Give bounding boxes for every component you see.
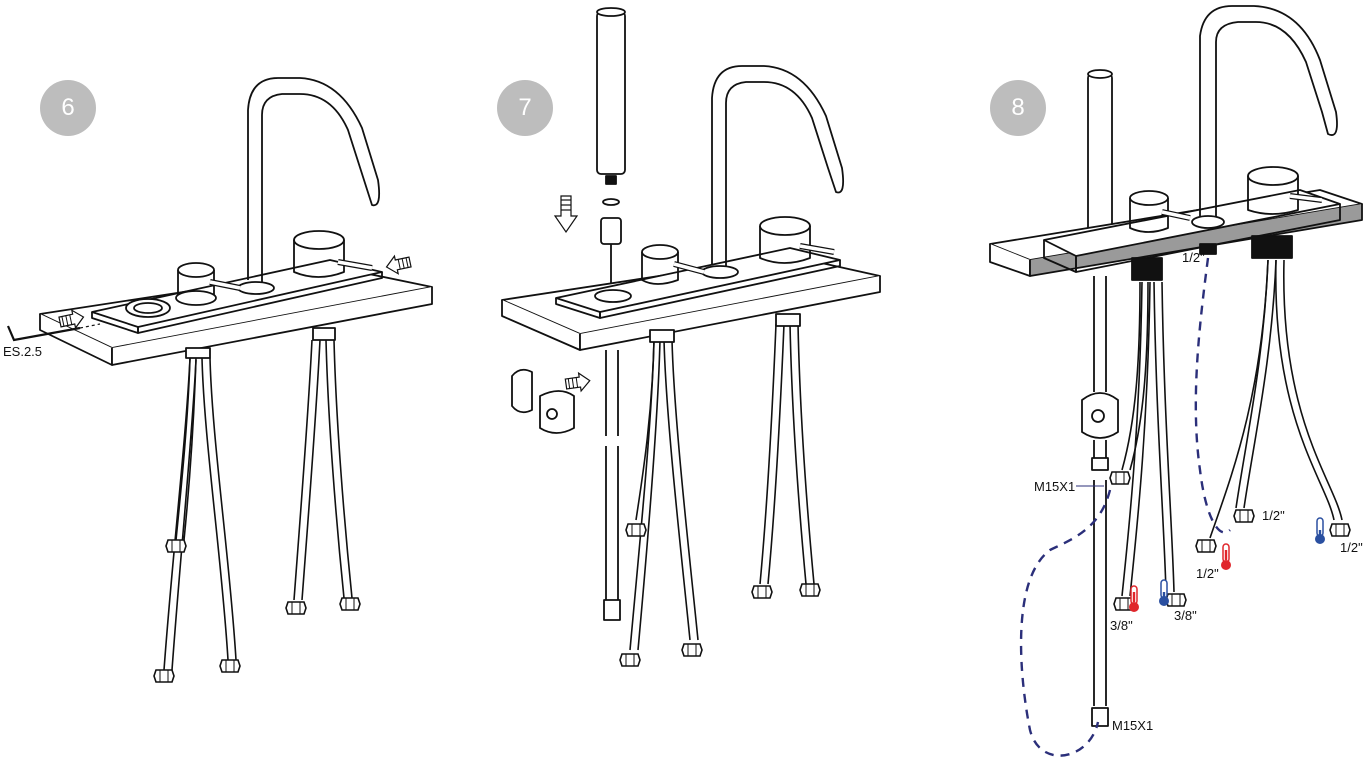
hose-nut [625, 523, 647, 537]
step-8-number: 8 [1011, 94, 1025, 121]
hose-nut [1329, 523, 1351, 537]
hose-nut [339, 597, 361, 611]
step-6-badge: 6 [40, 80, 96, 136]
shower-holder [511, 368, 533, 414]
hex-key-icon [6, 323, 101, 342]
hose-nut [1109, 471, 1131, 485]
step-6-number: 6 [61, 94, 75, 121]
step-6-figure [39, 77, 433, 671]
thread-label-m15-bottom: M15X1 [1112, 718, 1153, 733]
hex-key-size-label: ES.2.5 [3, 344, 42, 359]
hand-shower [596, 11, 626, 175]
thread-label-half-inch-top: 1/2" [1182, 250, 1205, 265]
step-7-badge: 7 [497, 80, 553, 136]
hand-shower [1087, 73, 1113, 241]
hot-thermometer-icon [1220, 543, 1232, 571]
thread-label-three-eighths-left: 3/8" [1110, 618, 1133, 633]
hose-nut [799, 583, 821, 597]
hose-nut [751, 585, 773, 599]
cold-thermometer-icon [1314, 517, 1326, 545]
step-7-number: 7 [518, 94, 532, 121]
thread-label-three-eighths-right: 3/8" [1174, 608, 1197, 623]
hose-nut [165, 539, 187, 553]
hose-nut [153, 669, 175, 683]
thread-label-half-inch-right: 1/2" [1262, 508, 1285, 523]
hose-nut [1195, 539, 1217, 553]
down-arrow-icon [553, 195, 579, 234]
hose-nut [619, 653, 641, 667]
hot-thermometer-icon [1128, 585, 1140, 613]
hose-nut [219, 659, 241, 673]
thread-label-half-inch-bottom: 1/2" [1196, 566, 1219, 581]
hose-nut [681, 643, 703, 657]
thread-label-m15-top: M15X1 [1034, 479, 1075, 494]
push-arrow-icon [564, 371, 592, 394]
hose-nut [1233, 509, 1255, 523]
spout [247, 77, 381, 282]
step-7-figure [501, 7, 881, 651]
cold-thermometer-icon [1158, 579, 1170, 607]
step-8-figure [989, 5, 1363, 727]
hose-nut [285, 601, 307, 615]
hose-nut [1165, 593, 1187, 607]
thread-label-half-inch-far-right: 1/2" [1340, 540, 1363, 555]
hose-connection-path [1019, 257, 1231, 757]
step-8-badge: 8 [990, 80, 1046, 136]
push-arrow-icon [384, 252, 413, 277]
